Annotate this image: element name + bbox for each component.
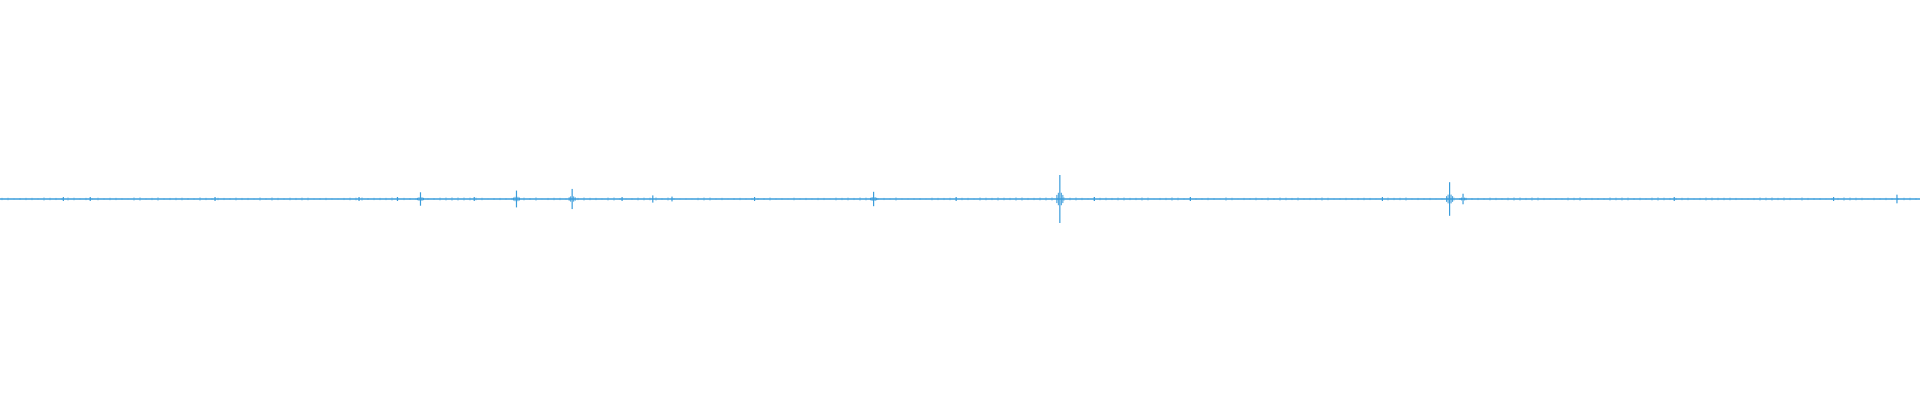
waveform-peaks <box>1 175 1917 223</box>
